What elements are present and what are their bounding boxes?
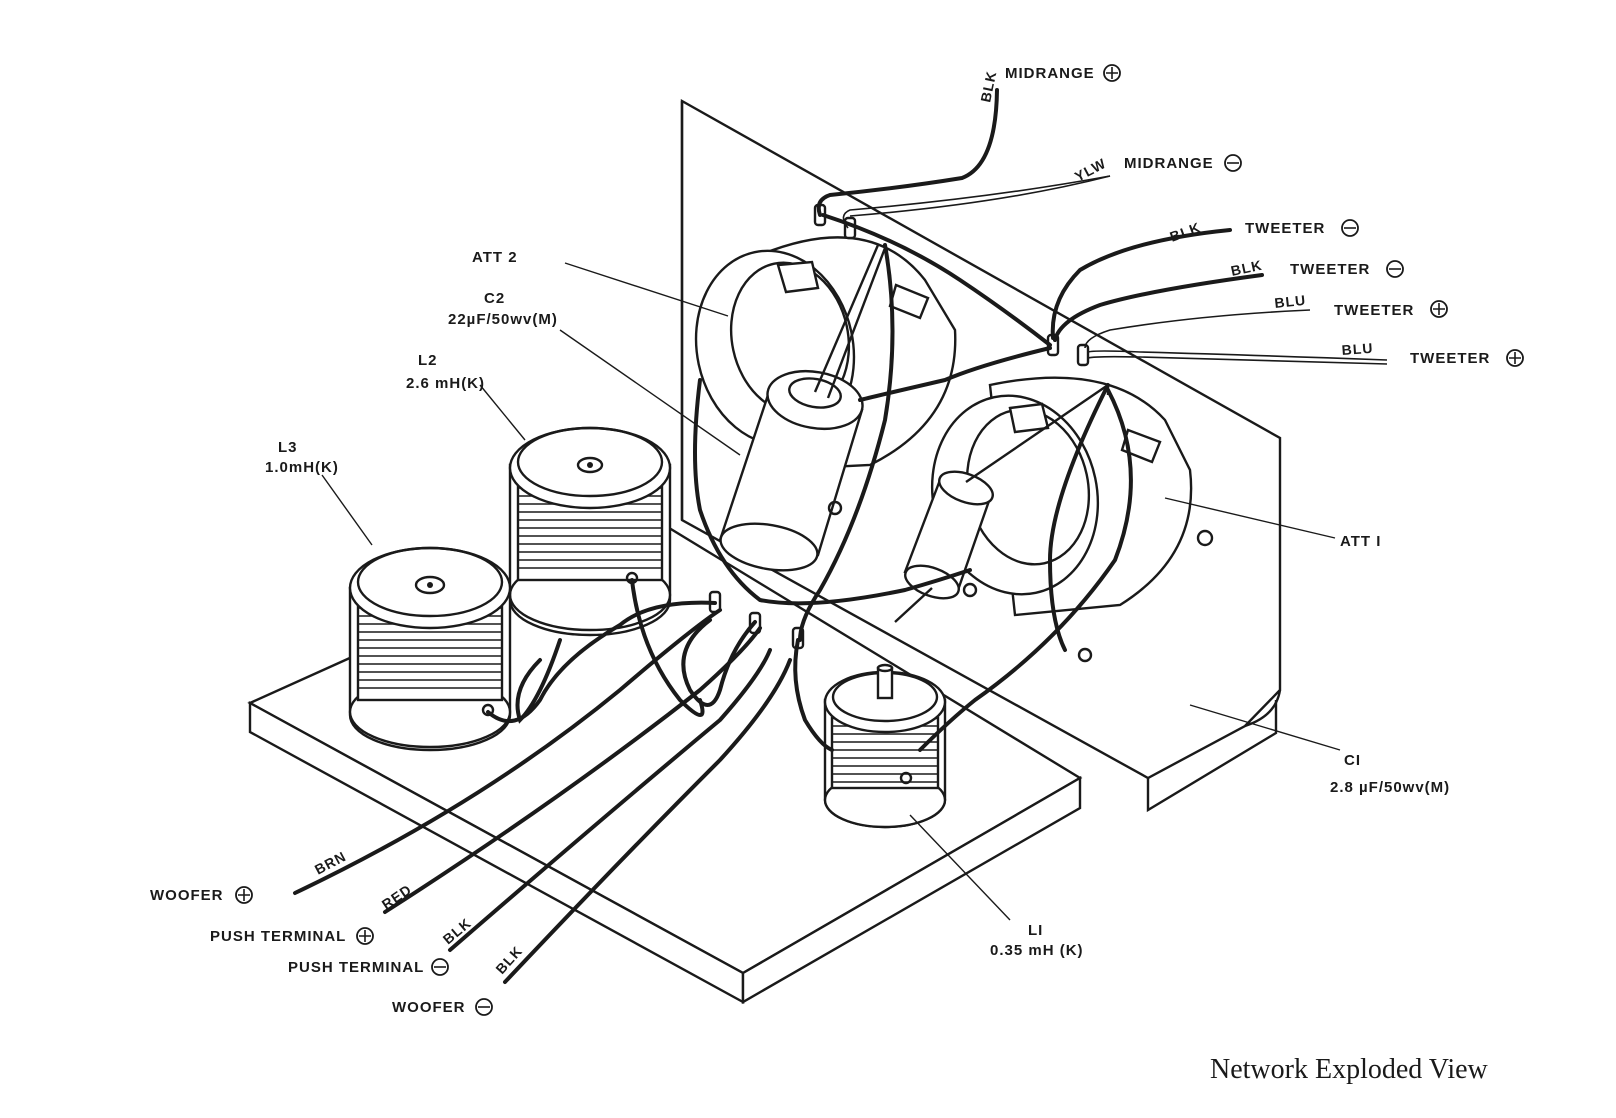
wire-blu-tweeter-2: BLU xyxy=(1341,340,1374,358)
midrange-neg-label: MIDRANGE xyxy=(1124,155,1214,172)
wire-red-push: RED xyxy=(379,881,415,912)
push-terminal-neg: PUSH TERMINAL xyxy=(288,958,449,976)
inductor-l2 xyxy=(508,426,672,637)
figure-caption: Network Exploded View xyxy=(1210,1054,1489,1085)
inductor-l3 xyxy=(348,546,512,752)
push-terminal-pos: PUSH TERMINAL xyxy=(210,927,374,945)
wire-blk-tweeter-1: BLK xyxy=(1168,219,1203,245)
leader-lines xyxy=(321,262,1341,921)
l3-name-label: L3 xyxy=(278,439,298,456)
terminal-labels: MIDRANGE MIDRANGE TWEETER TWEETER TWEETE… xyxy=(150,64,1524,1016)
wire-blk-midrange: BLK xyxy=(977,69,999,103)
tweeter-neg-1-terminal: TWEETER xyxy=(1245,219,1359,237)
c1-name-label: CI xyxy=(1344,752,1361,769)
l2-name-label: L2 xyxy=(418,352,438,369)
push-terminal-neg-label: PUSH TERMINAL xyxy=(288,959,424,976)
l1-value-label: 0.35 mH (K) xyxy=(990,942,1084,959)
woofer-neg-label: WOOFER xyxy=(392,999,466,1016)
tweeter-pos-1-label: TWEETER xyxy=(1334,302,1414,319)
c1-value-label: 2.8 µF/50wv(M) xyxy=(1330,779,1450,796)
wire-brn-woofer: BRN xyxy=(312,848,349,878)
att2-label: ATT 2 xyxy=(472,249,518,266)
l2-value-label: 2.6 mH(K) xyxy=(406,375,485,392)
woofer-pos-label: WOOFER xyxy=(150,887,224,904)
c2-name-label: C2 xyxy=(484,290,505,307)
l1-name-label: LI xyxy=(1028,922,1043,939)
tweeter-neg-1-label: TWEETER xyxy=(1245,220,1325,237)
wire-blu-tweeter-1: BLU xyxy=(1274,292,1307,311)
tweeter-neg-2-label: TWEETER xyxy=(1290,261,1370,278)
c2-value-label: 22µF/50wv(M) xyxy=(448,311,558,328)
tweeter-pos-2-label: TWEETER xyxy=(1410,350,1490,367)
capacitor-c2 xyxy=(718,244,887,572)
l3-value-label: 1.0mH(K) xyxy=(265,459,339,476)
att1-label: ATT I xyxy=(1340,533,1381,550)
wiring xyxy=(293,88,1388,984)
midrange-neg-terminal: MIDRANGE xyxy=(1124,154,1242,172)
push-terminal-pos-label: PUSH TERMINAL xyxy=(210,928,346,945)
midrange-pos-terminal: MIDRANGE xyxy=(1005,64,1121,82)
wire-blk-woofer: BLK xyxy=(492,943,525,977)
tweeter-pos-1-terminal: TWEETER xyxy=(1334,300,1448,319)
capacitor-c1 xyxy=(894,384,1110,663)
woofer-neg-terminal: WOOFER xyxy=(392,998,493,1016)
woofer-pos-terminal: WOOFER xyxy=(150,886,253,904)
inductor-l1 xyxy=(823,663,947,829)
component-labels: ATT 2 C2 22µF/50wv(M) L2 2.6 mH(K) L3 1.… xyxy=(265,249,1450,959)
midrange-pos-label: MIDRANGE xyxy=(1005,65,1095,82)
tweeter-neg-2-terminal: TWEETER xyxy=(1290,260,1404,278)
tweeter-pos-2-terminal: TWEETER xyxy=(1410,349,1524,367)
wire-blk-tweeter-2: BLK xyxy=(1229,257,1263,279)
